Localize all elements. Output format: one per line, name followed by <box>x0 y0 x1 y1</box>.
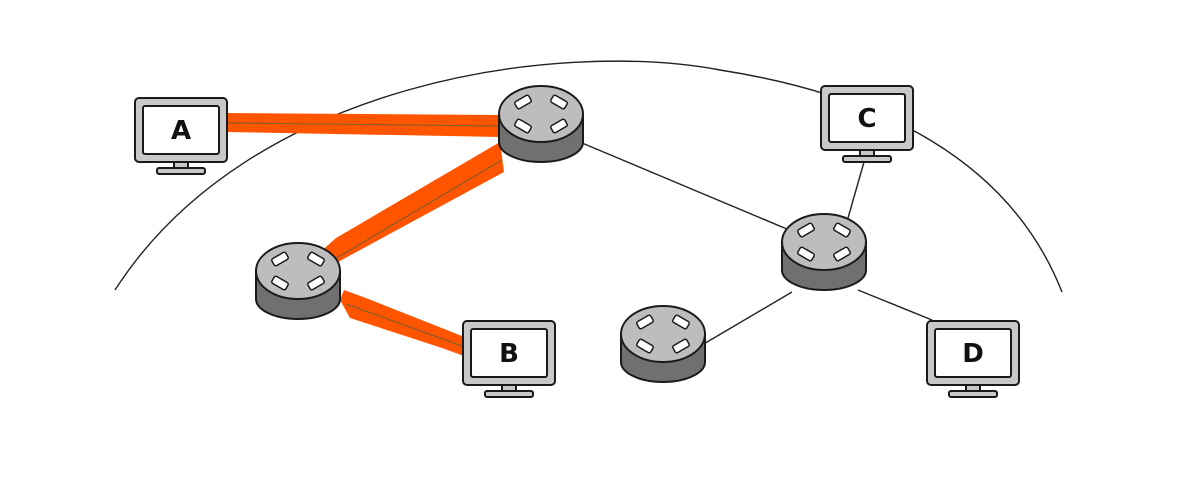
highlighted-path <box>226 113 504 356</box>
path-core-r1-r2 <box>327 159 503 264</box>
computer-monitor-icon <box>134 97 228 175</box>
computer-monitor-icon <box>926 320 1020 398</box>
computer-monitor-icon <box>462 320 556 398</box>
router-icon <box>255 242 341 320</box>
path-segment-r1-r2 <box>318 142 504 272</box>
router-icon <box>498 85 584 163</box>
host-label: D <box>962 339 984 369</box>
router-icon <box>620 305 706 383</box>
path-segment-r2-b <box>340 290 464 356</box>
host-b: B <box>462 320 556 398</box>
host-label: A <box>171 116 191 146</box>
path-core-a-r1 <box>227 122 501 127</box>
host-label: C <box>857 104 876 134</box>
link-r3-c <box>847 161 865 219</box>
host-c: C <box>820 85 914 163</box>
computer-monitor-icon <box>820 85 914 163</box>
host-d: D <box>926 320 1020 398</box>
path-core-r2-b <box>345 303 463 347</box>
host-a: A <box>134 97 228 175</box>
router-icon <box>781 213 867 291</box>
host-label: B <box>499 339 519 369</box>
links <box>581 142 933 346</box>
link-r3-r4 <box>701 291 793 346</box>
link-r1-r3 <box>581 142 795 233</box>
network-boundary-arc <box>114 60 1063 293</box>
link-r3-d <box>857 289 933 321</box>
